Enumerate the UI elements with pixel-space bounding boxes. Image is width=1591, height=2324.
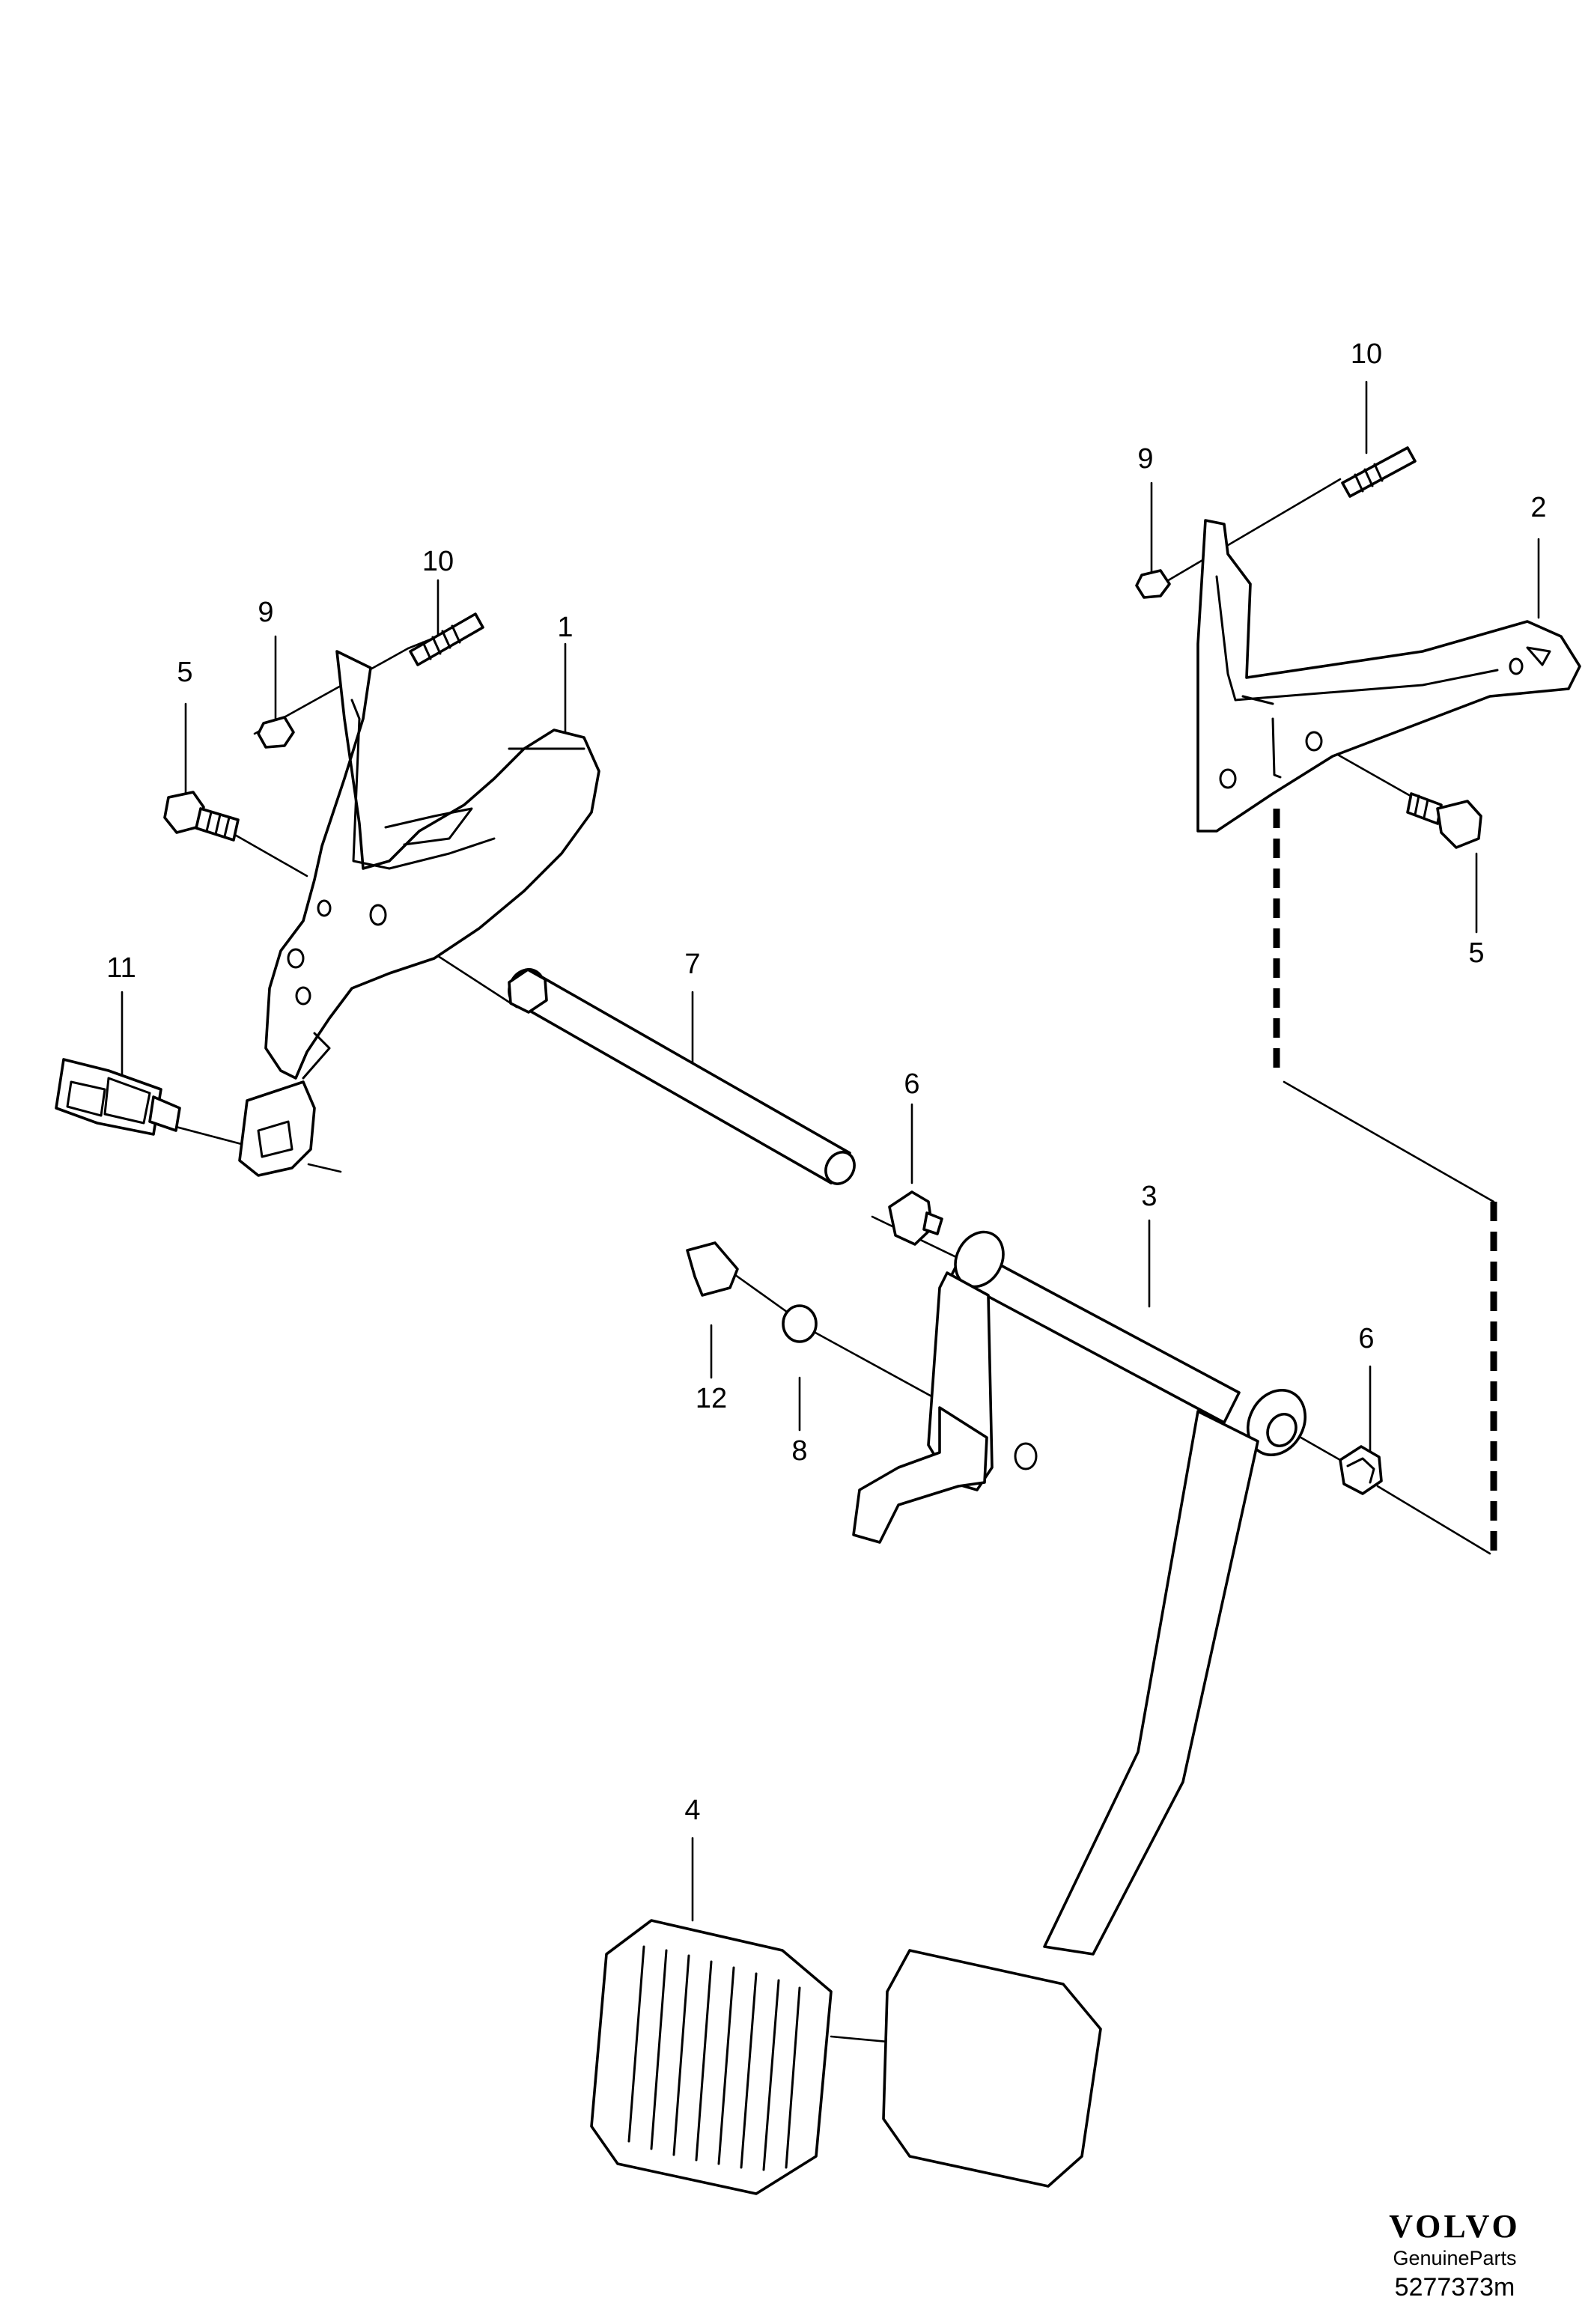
pedal-arm-3 <box>852 1230 1306 1956</box>
callout-label: 3 <box>1141 1181 1157 1212</box>
callout-label: 10 <box>422 546 454 577</box>
callout-label: 5 <box>177 657 192 688</box>
stud-10-right <box>1341 446 1417 498</box>
shaft-7 <box>508 968 856 1185</box>
volvo-logo: VOLVO <box>1389 2208 1521 2245</box>
callout-label: 5 <box>1468 937 1484 969</box>
callout-labels: 10 9 5 1 11 7 6 3 12 8 4 10 9 2 5 6 <box>106 338 1546 1826</box>
bolt-5-right <box>1406 792 1482 849</box>
brand-subtitle: GenuineParts <box>1393 2247 1517 2269</box>
callout-label: 9 <box>1137 443 1153 475</box>
bolt-5-left <box>163 791 240 842</box>
callout-label: 7 <box>684 949 700 980</box>
brand-block: VOLVO GenuineParts 5277373m <box>1357 2209 1552 2303</box>
diagram-code: 5277373m <box>1394 2273 1515 2302</box>
callout-label: 1 <box>557 612 573 643</box>
nut-9-right <box>1135 569 1171 599</box>
stud-10-left <box>409 612 484 666</box>
bushing-6-upper <box>888 1190 943 1246</box>
sensor-11 <box>55 1058 316 1177</box>
callout-label: 9 <box>258 597 273 628</box>
callout-label: 6 <box>904 1068 919 1100</box>
callout-label: 6 <box>1358 1323 1374 1354</box>
callout-label: 12 <box>696 1383 727 1414</box>
callout-label: 11 <box>106 952 136 984</box>
callout-label: 2 <box>1530 492 1546 523</box>
bushing-6-lower <box>1339 1445 1383 1495</box>
dashed-routing-line <box>1273 809 1497 1554</box>
nut-9-left <box>257 716 295 749</box>
callout-label: 4 <box>684 1795 700 1826</box>
left-bracket-1 <box>264 650 600 1080</box>
right-bracket-2 <box>1196 519 1581 833</box>
callout-label: 8 <box>791 1435 807 1467</box>
leader-lines <box>121 380 1540 2049</box>
pedal-pad-4 <box>590 1919 1102 2195</box>
washer-8 <box>782 1304 818 1343</box>
clip-12 <box>686 1241 739 1297</box>
callout-label: 10 <box>1351 338 1382 370</box>
